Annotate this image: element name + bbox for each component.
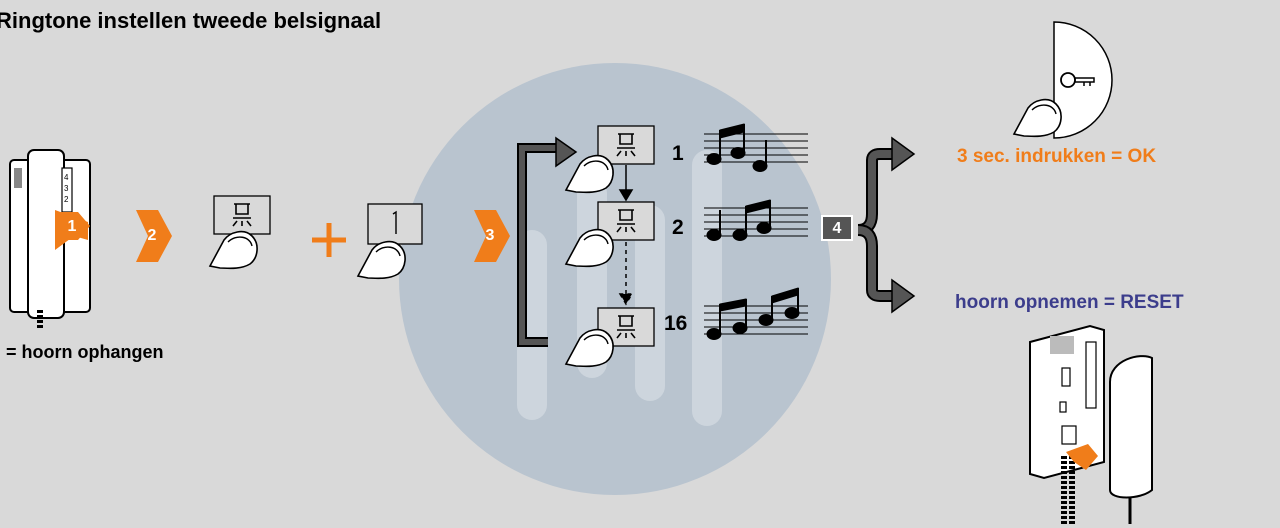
finger-press-icon bbox=[209, 230, 258, 270]
melody-number-16: 16 bbox=[664, 312, 688, 335]
melody-number-2: 2 bbox=[672, 216, 684, 239]
finger-press-icon bbox=[357, 240, 406, 280]
melody-row-1 bbox=[565, 123, 809, 194]
arrow-down-dashed-icon bbox=[618, 242, 634, 306]
hang-up-caption: = hoorn ophangen bbox=[6, 342, 164, 362]
finger-press-icon bbox=[1013, 98, 1062, 138]
step-label-3: 3 bbox=[485, 227, 495, 244]
page-title: Ringtone instellen tweede belsignaal bbox=[0, 8, 382, 33]
plus-icon bbox=[312, 223, 346, 257]
melody-number-1: 1 bbox=[672, 142, 684, 165]
music-notes-icon bbox=[706, 123, 768, 172]
step-badge-4 bbox=[821, 215, 853, 241]
svg-text:4: 4 bbox=[64, 173, 69, 182]
arrow-down-icon bbox=[618, 165, 634, 202]
step-label-4: 4 bbox=[832, 220, 842, 237]
step-badge-2 bbox=[136, 210, 172, 262]
decision-fork bbox=[857, 136, 916, 314]
ok-caption: 3 sec. indrukken = OK bbox=[957, 146, 1157, 167]
step-label-2: 2 bbox=[147, 227, 157, 244]
step-badge-1 bbox=[56, 212, 90, 240]
svg-text:2: 2 bbox=[64, 195, 69, 204]
music-notes-icon bbox=[706, 199, 772, 241]
melody-row-16 bbox=[565, 287, 809, 368]
melody-row-2 bbox=[565, 199, 809, 268]
loop-bracket bbox=[517, 136, 578, 347]
intercom-handset-icon bbox=[1029, 324, 1153, 526]
step-label-1: 1 bbox=[67, 218, 77, 235]
bell-button-icon bbox=[213, 195, 271, 235]
music-notes-icon bbox=[706, 287, 800, 340]
key-button-icon bbox=[1053, 21, 1113, 139]
reset-caption: hoorn opnemen = RESET bbox=[955, 292, 1184, 313]
digit-button-icon bbox=[367, 203, 423, 245]
step-badge-3 bbox=[474, 210, 510, 262]
svg-text:3: 3 bbox=[64, 184, 69, 193]
